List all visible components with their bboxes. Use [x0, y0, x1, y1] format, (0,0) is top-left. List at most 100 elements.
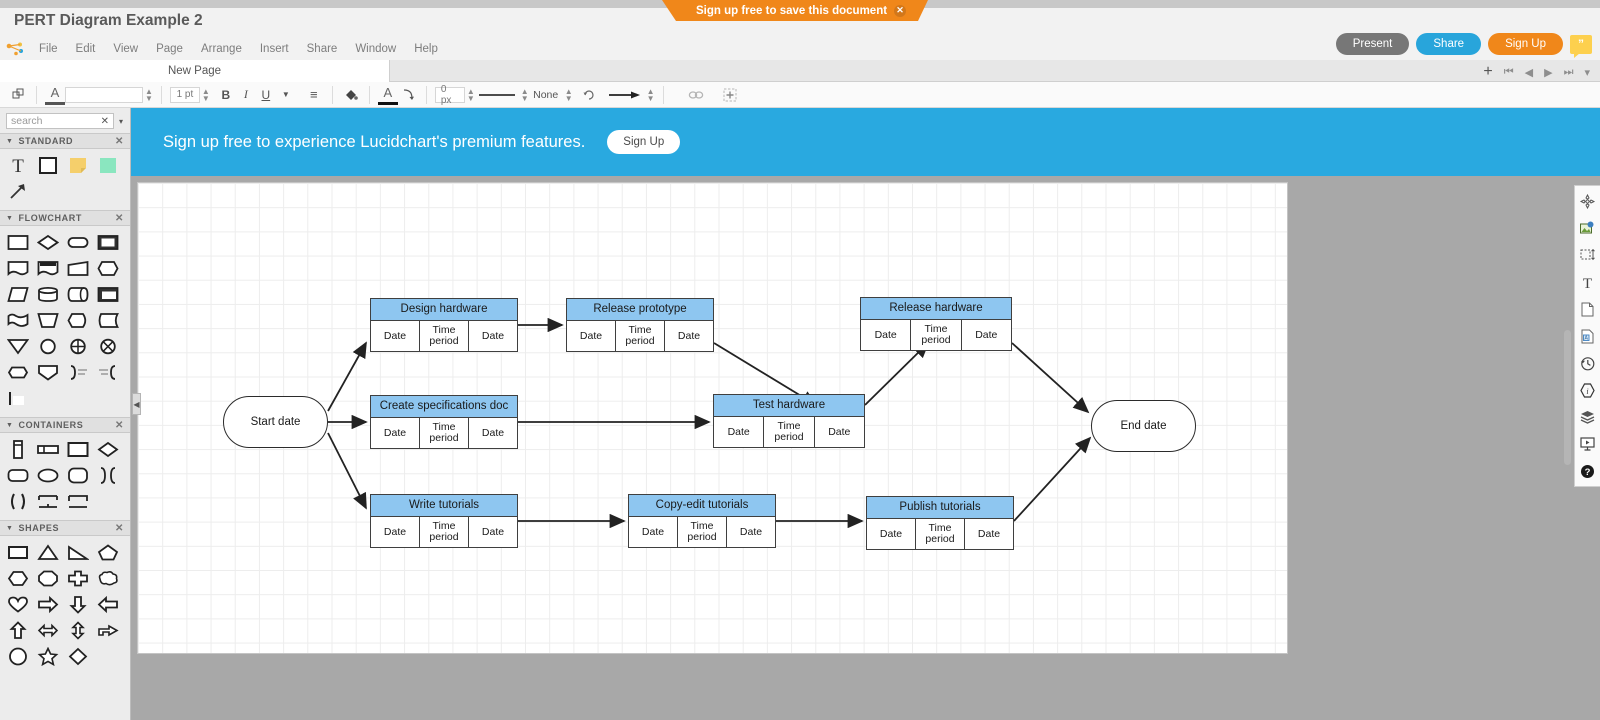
- menu-view[interactable]: View: [113, 42, 139, 55]
- star-shape[interactable]: [36, 646, 60, 667]
- diamond-shape[interactable]: [66, 646, 90, 667]
- font-family-stepper[interactable]: ▲▼: [145, 86, 153, 103]
- add-page-button[interactable]: +: [1483, 63, 1493, 80]
- summing-junction-shape[interactable]: [66, 336, 90, 357]
- document-text-icon[interactable]: A: [1579, 327, 1597, 345]
- history-icon[interactable]: [1579, 354, 1597, 372]
- link-icon[interactable]: [686, 85, 706, 105]
- cell-start-date[interactable]: Date: [727, 425, 750, 438]
- format-painter-icon[interactable]: [8, 85, 28, 105]
- curly-pair-shape[interactable]: [96, 465, 120, 486]
- circle-shape[interactable]: [6, 646, 30, 667]
- cell-end-date[interactable]: Date: [726, 517, 775, 547]
- next-page-button[interactable]: ▶: [1544, 66, 1553, 79]
- font-size-stepper[interactable]: ▲▼: [201, 86, 210, 103]
- callout-arrow-shape[interactable]: [96, 620, 120, 641]
- text-icon[interactable]: T: [1579, 273, 1597, 291]
- bold-button[interactable]: B: [221, 87, 231, 102]
- manual-operation-shape[interactable]: [36, 310, 60, 331]
- cell-start-date[interactable]: Date: [383, 329, 407, 342]
- or-shape[interactable]: [96, 336, 120, 357]
- bracket-bottom-shape[interactable]: [66, 491, 90, 512]
- right-triangle-shape[interactable]: [66, 542, 90, 563]
- vertical-container-shape[interactable]: [6, 439, 30, 460]
- menu-file[interactable]: File: [39, 42, 58, 55]
- promo-sign-up-button[interactable]: Sign Up: [607, 130, 681, 154]
- last-page-button[interactable]: ⏭: [1563, 65, 1574, 78]
- menu-edit[interactable]: Edit: [75, 42, 96, 55]
- internal-storage-shape[interactable]: [96, 284, 120, 305]
- arrow-lr-shape[interactable]: [36, 620, 60, 641]
- hexagon-shape[interactable]: [6, 568, 30, 589]
- rounded-square-container-shape[interactable]: [66, 465, 90, 486]
- rotate-icon[interactable]: [579, 85, 599, 105]
- cell-end-date[interactable]: Date: [468, 517, 517, 547]
- section-header-standard[interactable]: ▼ STANDARD ✕: [0, 133, 130, 149]
- card-shape[interactable]: [6, 388, 30, 409]
- menu-page[interactable]: Page: [156, 42, 183, 55]
- sign-up-button[interactable]: Sign Up: [1488, 33, 1563, 55]
- arrow-line-shape[interactable]: [6, 181, 30, 202]
- arrow-ud-shape[interactable]: [66, 620, 90, 641]
- pentagon-shape[interactable]: [96, 542, 120, 563]
- menu-insert[interactable]: Insert: [259, 42, 289, 55]
- search-input[interactable]: search ✕: [6, 113, 114, 129]
- line-style-icon[interactable]: [475, 85, 519, 105]
- line-color-icon[interactable]: A: [377, 85, 398, 105]
- box-container-shape[interactable]: [66, 439, 90, 460]
- triangle-shape[interactable]: [36, 542, 60, 563]
- cell-start-date[interactable]: Date: [383, 525, 407, 538]
- menu-window[interactable]: Window: [355, 42, 397, 55]
- multi-document-shape[interactable]: [36, 258, 60, 279]
- cell-end-date[interactable]: Date: [468, 321, 517, 351]
- cell-end-date[interactable]: Date: [664, 321, 713, 351]
- cell-start-date[interactable]: Date: [874, 328, 897, 341]
- font-family-input[interactable]: [65, 86, 143, 103]
- direct-access-shape[interactable]: [66, 284, 90, 305]
- arrow-style-icon[interactable]: [605, 85, 645, 105]
- terminator-shape[interactable]: [66, 232, 90, 253]
- manual-input-shape[interactable]: [66, 258, 90, 279]
- line-dash-select[interactable]: None: [533, 88, 559, 101]
- preparation-shape[interactable]: [96, 258, 120, 279]
- align-icon[interactable]: ≡: [310, 87, 318, 102]
- collapse-sidebar-button[interactable]: ◀: [132, 393, 141, 415]
- italic-button[interactable]: I: [243, 87, 248, 101]
- node-end-date[interactable]: End date: [1091, 400, 1196, 452]
- cell-start-date[interactable]: Date: [641, 525, 665, 538]
- border-width-input[interactable]: 0 px: [434, 84, 465, 106]
- clear-search-icon[interactable]: ✕: [100, 115, 109, 127]
- section-header-shapes[interactable]: ▼ SHAPES ✕: [0, 520, 130, 536]
- sticky-shape[interactable]: [96, 155, 120, 176]
- cell-end-date[interactable]: Date: [468, 418, 517, 448]
- menu-help[interactable]: Help: [414, 42, 438, 55]
- node-start-date[interactable]: Start date: [223, 396, 328, 448]
- line-jump-icon[interactable]: [398, 85, 418, 105]
- close-icon[interactable]: ✕: [894, 4, 907, 17]
- brace-left-shape[interactable]: [96, 362, 120, 383]
- parallelogram-shape[interactable]: [6, 284, 30, 305]
- ellipse-container-shape[interactable]: [36, 465, 60, 486]
- bracket-top-shape[interactable]: [36, 491, 60, 512]
- heart-shape[interactable]: [6, 594, 30, 615]
- font-color-icon[interactable]: A: [45, 85, 65, 105]
- hexagon-flat-shape[interactable]: [6, 362, 30, 383]
- cell-start-date[interactable]: Date: [579, 329, 603, 342]
- add-box-icon[interactable]: [720, 85, 740, 105]
- text-shape[interactable]: T: [6, 155, 30, 176]
- close-icon[interactable]: ✕: [115, 419, 124, 431]
- present-button[interactable]: Present: [1335, 33, 1410, 55]
- line-style-stepper[interactable]: ▲▼: [520, 86, 529, 103]
- rectangle-shape[interactable]: [36, 155, 60, 176]
- presentation-icon[interactable]: [1579, 435, 1597, 453]
- arrow-left-shape[interactable]: [96, 594, 120, 615]
- info-icon[interactable]: i: [1579, 381, 1597, 399]
